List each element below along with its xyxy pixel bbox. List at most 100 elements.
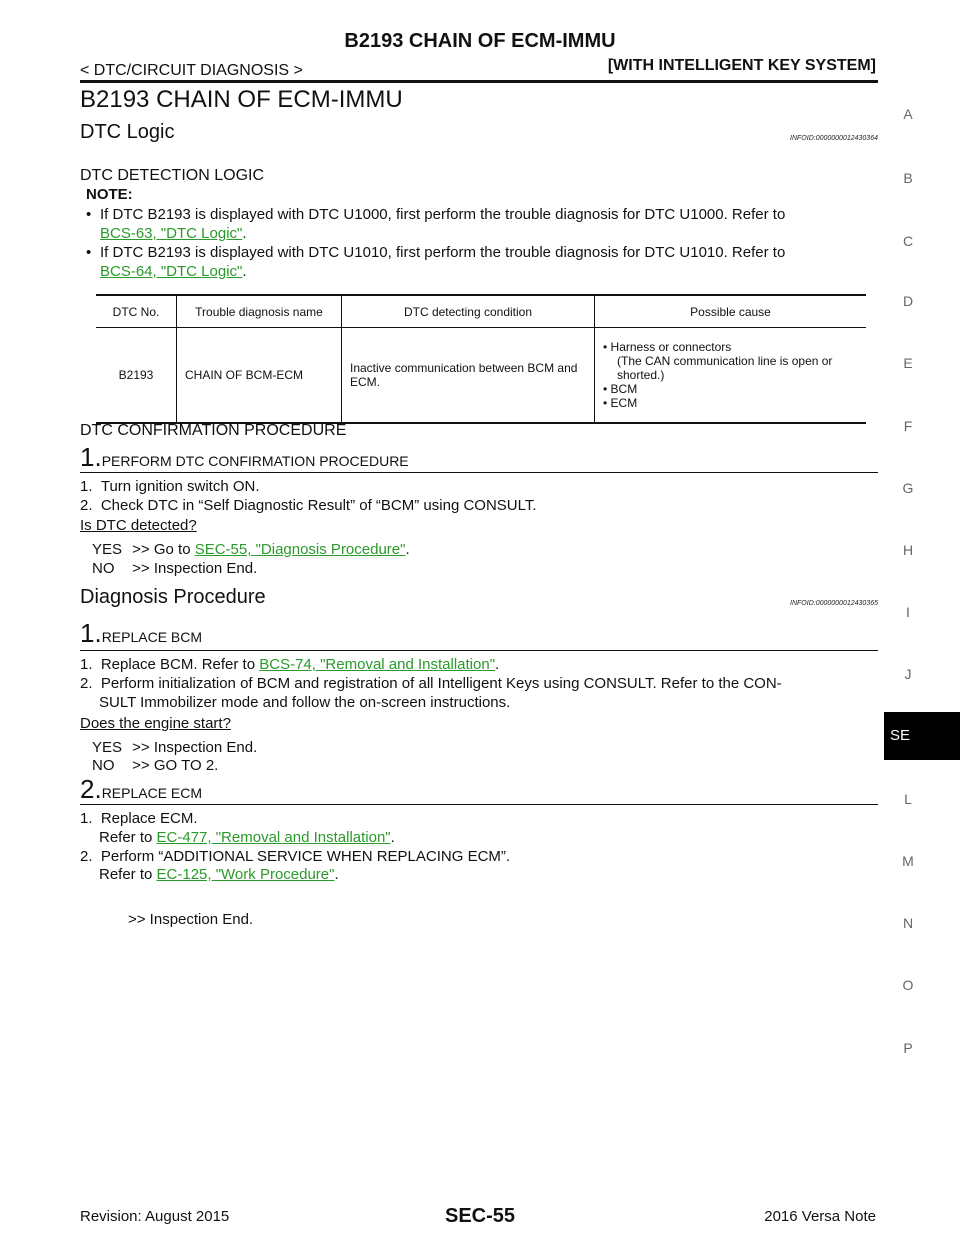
link-ec-477[interactable]: EC-477, "Removal and Installation" bbox=[156, 829, 391, 846]
sidebar-letter-d[interactable]: D bbox=[902, 293, 914, 309]
item-text: 1. Replace BCM. Refer to bbox=[80, 656, 256, 673]
sidebar-letter-h[interactable]: H bbox=[902, 542, 914, 558]
step-title: REPLACE BCM bbox=[101, 629, 203, 645]
note-1-text: If DTC B2193 is displayed with DTC U1000… bbox=[100, 206, 786, 223]
sidebar-letter-p[interactable]: P bbox=[903, 1040, 913, 1056]
diag-step-2-heading: 2.REPLACE ECM bbox=[80, 774, 202, 805]
table-row: B2193 CHAIN OF BCM-ECM Inactive communic… bbox=[96, 327, 866, 424]
cell-detecting-condition: Inactive communication between BCM and E… bbox=[341, 327, 595, 424]
answer-no: NO >> GO TO 2. bbox=[92, 757, 218, 774]
footer-model: 2016 Versa Note bbox=[764, 1208, 876, 1225]
link-bcs-64[interactable]: BCS-64, "DTC Logic" bbox=[100, 263, 243, 280]
step-rule bbox=[80, 804, 878, 805]
step-title: PERFORM DTC CONFIRMATION PROCEDURE bbox=[101, 453, 409, 469]
cell-dtc-no: B2193 bbox=[96, 327, 177, 424]
note-label: NOTE: bbox=[86, 186, 133, 203]
item-suffix: . bbox=[495, 656, 500, 673]
step-item: 1. Turn ignition switch ON. bbox=[80, 478, 260, 495]
step-item-ref: Refer to EC-477, "Removal and Installati… bbox=[99, 829, 395, 846]
step-rule bbox=[80, 650, 878, 651]
header-breadcrumb: < DTC/CIRCUIT DIAGNOSIS > bbox=[80, 62, 303, 79]
yes-label: YES bbox=[92, 541, 123, 558]
bullet-icon: • bbox=[86, 244, 92, 261]
note-item-1: • If DTC B2193 is displayed with DTC U10… bbox=[86, 205, 878, 243]
header-title: B2193 CHAIN OF ECM-IMMU bbox=[344, 30, 616, 52]
yes-suffix: . bbox=[405, 541, 410, 558]
col-header-diagnosis-name: Trouble diagnosis name bbox=[176, 294, 342, 328]
sidebar-letter-n[interactable]: N bbox=[902, 915, 914, 931]
ref-text: Refer to bbox=[99, 866, 153, 883]
sidebar-letter-b[interactable]: B bbox=[903, 170, 913, 186]
col-header-detecting-condition: DTC detecting condition bbox=[341, 294, 595, 328]
step-item: 1. Replace BCM. Refer to BCS-74, "Remova… bbox=[80, 656, 499, 673]
no-label: NO bbox=[92, 560, 115, 577]
step-question: Does the engine start? bbox=[80, 715, 231, 732]
cause-item: • ECM bbox=[603, 396, 638, 410]
step-item-ref: Refer to EC-125, "Work Procedure". bbox=[99, 866, 339, 883]
detection-logic-heading: DTC DETECTION LOGIC bbox=[80, 167, 265, 184]
sidebar-tab-active[interactable]: SE bbox=[884, 712, 960, 760]
footer-revision: Revision: August 2015 bbox=[80, 1208, 230, 1225]
cell-diagnosis-name: CHAIN OF BCM-ECM bbox=[176, 327, 342, 424]
ref-text: Refer to bbox=[99, 829, 153, 846]
cell-possible-cause: • Harness or connectors (The CAN communi… bbox=[594, 327, 866, 424]
diag-step-1-heading: 1.REPLACE BCM bbox=[80, 618, 202, 649]
answer-no: NO >> Inspection End. bbox=[92, 560, 257, 577]
dtc-logic-infoid: INFOID:0000000012430364 bbox=[790, 135, 878, 142]
sidebar-letter-f[interactable]: F bbox=[903, 418, 913, 434]
sidebar-letter-g[interactable]: G bbox=[902, 480, 914, 496]
header-rule bbox=[80, 80, 878, 83]
step-item: 2. Check DTC in “Self Diagnostic Result”… bbox=[80, 497, 537, 514]
step-number: 1. bbox=[80, 442, 102, 472]
sidebar-letter-c[interactable]: C bbox=[902, 233, 914, 249]
answer-yes: YES >> Go to SEC-55, "Diagnosis Procedur… bbox=[92, 541, 410, 558]
sidebar-letter-e[interactable]: E bbox=[903, 355, 913, 371]
header-system: [WITH INTELLIGENT KEY SYSTEM] bbox=[607, 57, 876, 74]
note-2-suffix: . bbox=[242, 263, 247, 280]
col-header-possible-cause: Possible cause bbox=[594, 294, 866, 328]
dtc-logic-heading: DTC Logic bbox=[80, 121, 175, 143]
step-rule bbox=[80, 472, 878, 473]
cause-detail: (The CAN communication line is open or s… bbox=[617, 354, 833, 382]
ref-suffix: . bbox=[334, 866, 339, 883]
sidebar-letter-a[interactable]: A bbox=[903, 106, 913, 122]
no-text: >> GO TO 2. bbox=[132, 757, 219, 774]
link-bcs-74[interactable]: BCS-74, "Removal and Installation" bbox=[259, 656, 496, 673]
note-item-2: • If DTC B2193 is displayed with DTC U10… bbox=[86, 243, 878, 281]
dtc-table: DTC No. Trouble diagnosis name DTC detec… bbox=[96, 294, 866, 424]
note-1-suffix: . bbox=[242, 225, 247, 242]
sidebar-letter-l[interactable]: L bbox=[904, 791, 912, 807]
yes-text: >> Inspection End. bbox=[132, 739, 258, 756]
sidebar-letter-m[interactable]: M bbox=[902, 853, 914, 869]
col-header-dtc-no: DTC No. bbox=[96, 294, 177, 328]
link-sec-55[interactable]: SEC-55, "Diagnosis Procedure" bbox=[194, 541, 406, 558]
ref-suffix: . bbox=[390, 829, 395, 846]
step-item: 1. Replace ECM. bbox=[80, 810, 198, 827]
answer-yes: YES >> Inspection End. bbox=[92, 739, 257, 756]
step-item: 2. Perform “ADDITIONAL SERVICE WHEN REPL… bbox=[80, 848, 511, 865]
link-bcs-63[interactable]: BCS-63, "DTC Logic" bbox=[100, 225, 243, 242]
sidebar-letter-j[interactable]: J bbox=[904, 666, 912, 682]
sidebar-letter-o[interactable]: O bbox=[902, 977, 914, 993]
footer-page-number: SEC-55 bbox=[444, 1205, 516, 1227]
note-2-text: If DTC B2193 is displayed with DTC U1010… bbox=[100, 244, 786, 261]
step-item: 2. Perform initialization of BCM and reg… bbox=[80, 675, 782, 692]
page-title: B2193 CHAIN OF ECM-IMMU bbox=[80, 86, 403, 113]
step-title: REPLACE ECM bbox=[101, 785, 203, 801]
cause-item: • BCM bbox=[603, 382, 638, 396]
bullet-icon: • bbox=[86, 206, 92, 223]
no-label: NO bbox=[92, 757, 115, 774]
link-ec-125[interactable]: EC-125, "Work Procedure" bbox=[156, 866, 335, 883]
step-number: 2. bbox=[80, 774, 102, 804]
sidebar-letter-i[interactable]: I bbox=[906, 604, 910, 620]
confirmation-heading: DTC CONFIRMATION PROCEDURE bbox=[80, 422, 347, 439]
step-item-cont: SULT Immobilizer mode and follow the on-… bbox=[99, 694, 511, 711]
yes-label: YES bbox=[92, 739, 123, 756]
diagnosis-infoid: INFOID:0000000012430365 bbox=[790, 600, 878, 607]
step-question: Is DTC detected? bbox=[80, 517, 197, 534]
inspection-end: >> Inspection End. bbox=[128, 911, 254, 928]
step-1-heading: 1.PERFORM DTC CONFIRMATION PROCEDURE bbox=[80, 442, 409, 473]
yes-text: >> Go to bbox=[132, 541, 191, 558]
no-text: >> Inspection End. bbox=[132, 560, 258, 577]
step-number: 1. bbox=[80, 618, 102, 648]
